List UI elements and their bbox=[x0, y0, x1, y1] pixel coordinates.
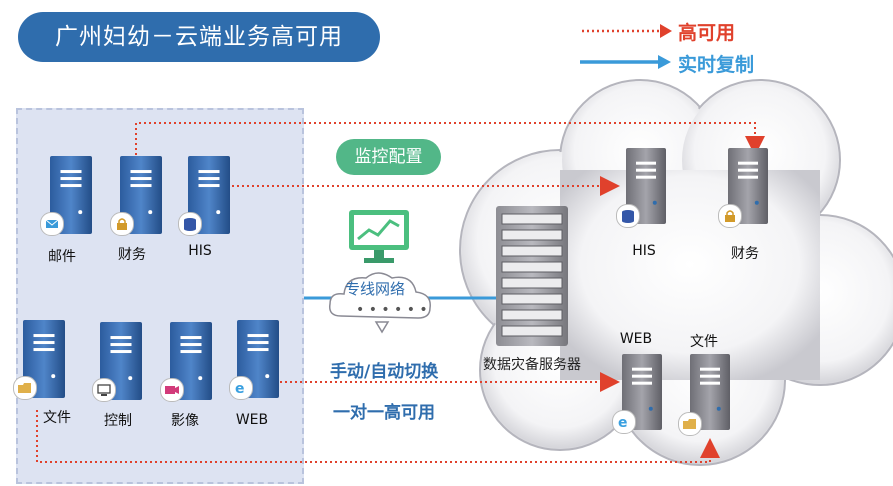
cloud-server-0-label: HIS bbox=[632, 243, 656, 259]
cloud-server-3 bbox=[690, 354, 730, 430]
ie-icon: e bbox=[229, 376, 253, 400]
onprem-server-3-label: 文件 bbox=[43, 410, 71, 426]
onprem-server-6-label: WEB bbox=[235, 412, 269, 428]
ie-icon: e bbox=[612, 410, 636, 434]
mail-icon bbox=[40, 212, 64, 236]
dedicated-line-label: 专线网络 bbox=[345, 280, 406, 298]
onprem-server-2-label: HIS bbox=[188, 243, 212, 259]
svg-text:e: e bbox=[618, 415, 628, 431]
cloud-server-3-label: 文件 bbox=[690, 334, 718, 350]
folder-icon bbox=[678, 412, 702, 436]
cloud-server-0 bbox=[626, 148, 666, 224]
cloud-server-1 bbox=[728, 148, 768, 224]
onprem-server-5-label: 影像 bbox=[171, 413, 199, 429]
legend-replication-arrow bbox=[580, 55, 671, 69]
dr-server-label: 数据灾备服务器 bbox=[483, 357, 581, 373]
network-bubble-icon: • • • • • • bbox=[328, 272, 431, 334]
legend-replication-label: 实时复制 bbox=[678, 54, 755, 76]
legend-ha-label: 高可用 bbox=[678, 22, 736, 44]
cloud-server-2 bbox=[622, 354, 662, 430]
cloud-server-2-label: WEB bbox=[619, 331, 653, 347]
video-icon bbox=[160, 378, 184, 402]
svg-text:• • •: • • • bbox=[394, 302, 428, 318]
monitor-config-badge: 监控配置 bbox=[336, 139, 441, 175]
svg-text:• • •: • • • bbox=[356, 302, 390, 318]
legend-ha-arrow bbox=[582, 24, 672, 38]
database-icon bbox=[178, 212, 202, 236]
onprem-server-4-label: 控制 bbox=[104, 413, 132, 429]
database-icon bbox=[616, 204, 640, 228]
page-title: 广州妇幼－云端业务高可用 bbox=[18, 12, 380, 62]
switch-mode-label: 手动/自动切换 bbox=[330, 362, 439, 382]
lock-icon bbox=[110, 212, 134, 236]
svg-text:e: e bbox=[235, 381, 245, 397]
onprem-server-1-label: 财务 bbox=[118, 247, 146, 263]
monitor-chart-icon bbox=[349, 210, 409, 263]
lock-icon bbox=[718, 204, 742, 228]
dr-server-rack-icon bbox=[496, 206, 568, 346]
ha-mode-label: 一对一高可用 bbox=[333, 403, 435, 423]
computer-icon bbox=[92, 378, 116, 402]
folder-icon bbox=[13, 376, 37, 400]
onprem-server-0-label: 邮件 bbox=[48, 249, 76, 265]
cloud-server-1-label: 财务 bbox=[731, 246, 759, 262]
